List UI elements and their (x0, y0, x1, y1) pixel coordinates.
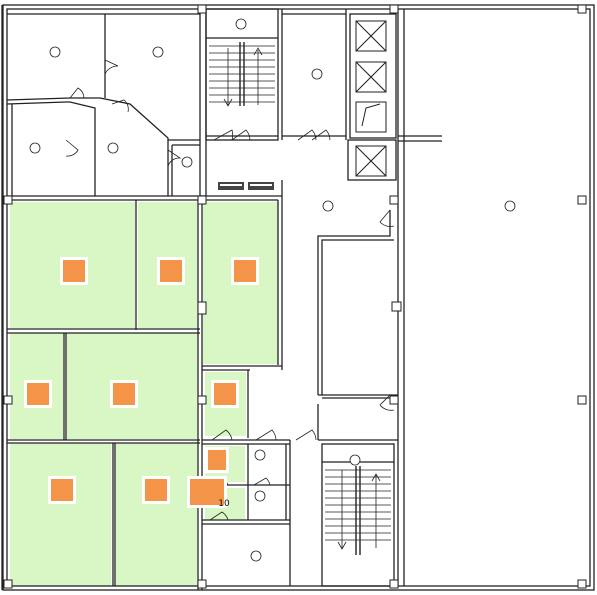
walls (1, 4, 595, 591)
room-marker-9[interactable] (208, 450, 226, 470)
room-marker-8[interactable] (145, 479, 167, 501)
room-marker-1[interactable] (63, 260, 85, 282)
room-marker-10[interactable] (190, 479, 224, 505)
stair-top (209, 42, 275, 107)
stair-bottom (325, 466, 391, 555)
room-marker-6[interactable] (214, 383, 236, 405)
room-highlight-7[interactable] (10, 443, 111, 586)
room-tags (29, 18, 516, 562)
room-marker-5[interactable] (113, 383, 135, 405)
room-highlight-8[interactable] (116, 443, 197, 586)
elevator-shafts (355, 20, 387, 177)
room-marker-2[interactable] (160, 260, 182, 282)
room-marker-3[interactable] (234, 260, 256, 282)
room-marker-4[interactable] (27, 383, 49, 405)
room-markers (24, 257, 259, 508)
room-marker-7[interactable] (51, 479, 73, 501)
columns (3, 4, 587, 589)
corridor-vents (218, 182, 274, 190)
numbered-marker-label: 10 (218, 499, 230, 509)
